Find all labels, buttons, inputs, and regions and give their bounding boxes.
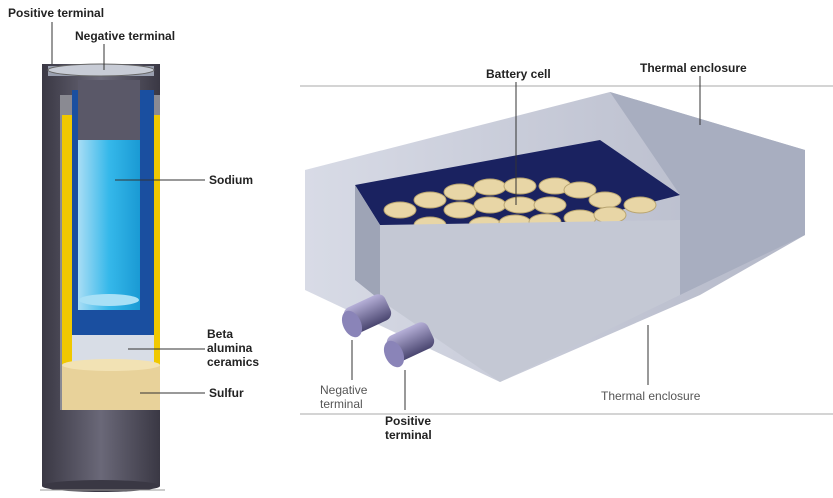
label-positive-terminal: Positive terminal: [8, 6, 105, 20]
label-line: terminal: [320, 397, 363, 411]
label-line: Negative: [320, 383, 368, 397]
label-line: Positive: [385, 414, 432, 428]
battery-module: [300, 76, 833, 415]
label-thermal-enclosure-top: Thermal enclosure: [640, 61, 747, 75]
label-line: alumina: [207, 341, 253, 355]
label-negative-terminal: Negative terminal: [75, 29, 176, 43]
label-sulfur: Sulfur: [209, 386, 244, 400]
label-beta-alumina: Beta alumina ceramics: [207, 327, 259, 369]
label-sodium: Sodium: [209, 173, 253, 187]
label-line: terminal: [385, 428, 432, 442]
sulfur: [62, 365, 160, 410]
label-negative-terminal-right: Negative terminal: [320, 383, 367, 411]
label-battery-cell: Battery cell: [486, 67, 551, 81]
label-line: ceramics: [207, 355, 260, 369]
positive-terminal-post: [383, 322, 435, 368]
label-thermal-enclosure-bottom: Thermal enclosure: [601, 389, 701, 403]
negative-terminal-post: [341, 294, 392, 338]
label-positive-terminal-right: Positive terminal: [385, 414, 432, 442]
label-line: Beta: [207, 327, 234, 341]
sodium-sulfur-cell: [40, 22, 205, 492]
